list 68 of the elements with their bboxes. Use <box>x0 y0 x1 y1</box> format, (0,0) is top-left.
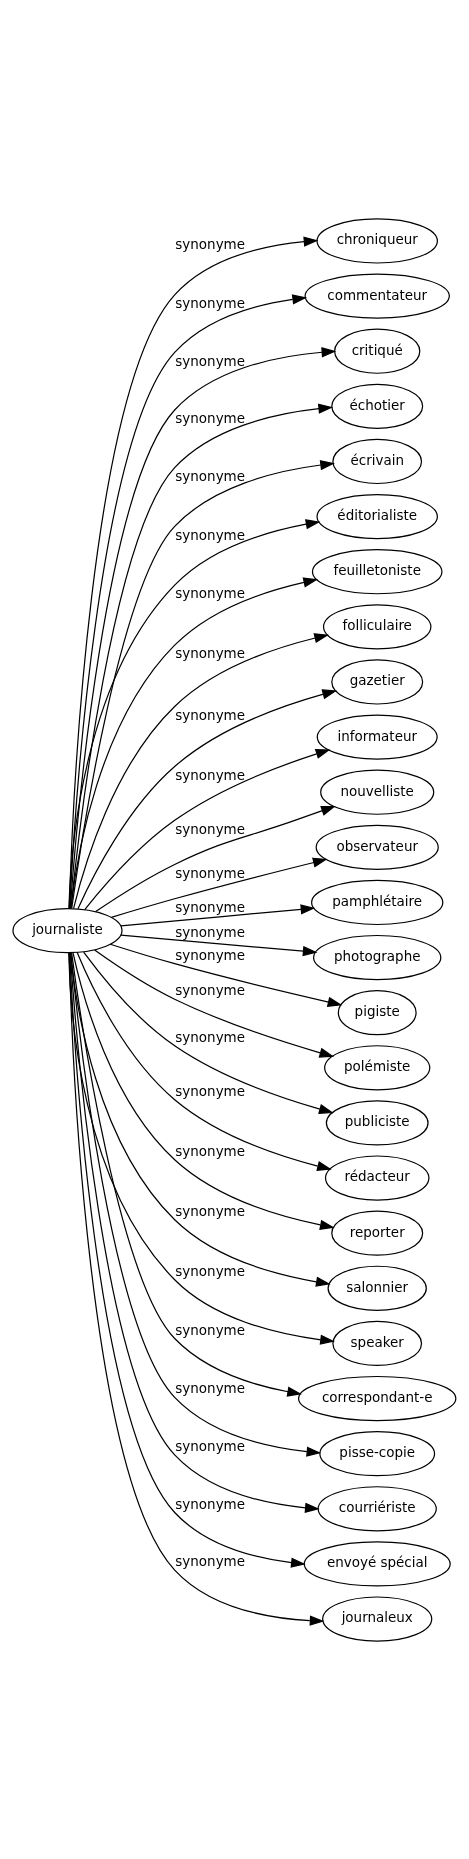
edge-label: synonyme <box>175 1379 246 1396</box>
edge-label: synonyme <box>175 1437 246 1454</box>
arrow <box>70 576 319 909</box>
edge-label: synonyme <box>175 981 246 998</box>
node-ellipse: journaleux <box>322 1595 433 1642</box>
edge-label: synonyme <box>175 766 246 783</box>
node-ellipse: publiciste <box>325 1099 429 1146</box>
arrow <box>94 948 335 1058</box>
node-ellipse: reporter <box>331 1210 424 1256</box>
node-ellipse: pigiste <box>337 989 417 1035</box>
edge-label: synonyme <box>175 864 246 881</box>
node-ellipse: échotier <box>331 383 424 429</box>
arrow <box>110 857 328 918</box>
edge-label: synonyme <box>175 235 246 252</box>
arrow <box>68 951 335 1345</box>
edge-label: synonyme <box>175 820 246 837</box>
edge-label: synonyme <box>175 409 246 426</box>
node-ellipse: gazetier <box>331 658 424 705</box>
node-ellipse: journaliste <box>12 907 123 953</box>
node-ellipse: envoyé spécial <box>303 1540 451 1587</box>
edge-label: synonyme <box>175 1262 246 1279</box>
edge-label: synonyme <box>175 1082 246 1099</box>
arrow <box>95 805 336 912</box>
edge-label: synonyme <box>175 706 246 723</box>
node-ellipse: commentateur <box>304 272 450 319</box>
arrow <box>84 748 331 910</box>
arrow <box>120 903 316 926</box>
node-ellipse: rédacteur <box>324 1154 430 1201</box>
edge-label: synonyme <box>175 1142 246 1159</box>
node-ellipse: feuilletoniste <box>311 548 443 594</box>
edge-label: synonyme <box>175 946 246 963</box>
edge-label: synonyme <box>175 1495 246 1512</box>
node-ellipse: folliculaire <box>322 603 432 649</box>
node-ellipse: écrivain <box>332 438 423 484</box>
arrow <box>70 951 302 1397</box>
edge-label: synonyme <box>175 294 246 311</box>
node-ellipse: pamphlétaire <box>311 879 444 925</box>
arrow <box>120 934 318 956</box>
edge-label: synonyme <box>175 1028 246 1045</box>
node-ellipse: speaker <box>332 1320 423 1366</box>
node-ellipse: chroniqueur <box>316 217 438 264</box>
edge-label: synonyme <box>175 352 246 369</box>
node-ellipse: pisse-copie <box>319 1430 436 1476</box>
edge-label: synonyme <box>175 467 246 484</box>
node-ellipse: salonnier <box>327 1265 427 1311</box>
arrow <box>83 950 334 1114</box>
arrow <box>73 632 329 909</box>
node-ellipse: photographe <box>313 934 442 980</box>
arrow <box>76 951 332 1171</box>
arrow <box>68 518 321 909</box>
edge-label: synonyme <box>175 922 246 939</box>
node-ellipse: polémiste <box>324 1044 431 1090</box>
edge-label: synonyme <box>175 644 246 661</box>
edge-label: synonyme <box>175 1321 246 1338</box>
edge-label: synonyme <box>175 526 246 543</box>
node-ellipse: observateur <box>315 824 439 870</box>
edge-label: synonyme <box>175 584 246 601</box>
edge-label: synonyme <box>175 1552 246 1569</box>
edge-label: synonyme <box>175 898 246 915</box>
node-ellipse: éditorialiste <box>316 493 438 539</box>
node-ellipse: critiqué <box>334 328 421 374</box>
arrow <box>77 688 338 909</box>
node-ellipse: correspondant-e <box>297 1375 457 1421</box>
edge-label: synonyme <box>175 1202 246 1219</box>
arrow <box>68 951 325 1626</box>
arrow <box>109 943 343 1007</box>
arrow <box>72 951 335 1230</box>
node-ellipse: courriériste <box>317 1485 437 1531</box>
